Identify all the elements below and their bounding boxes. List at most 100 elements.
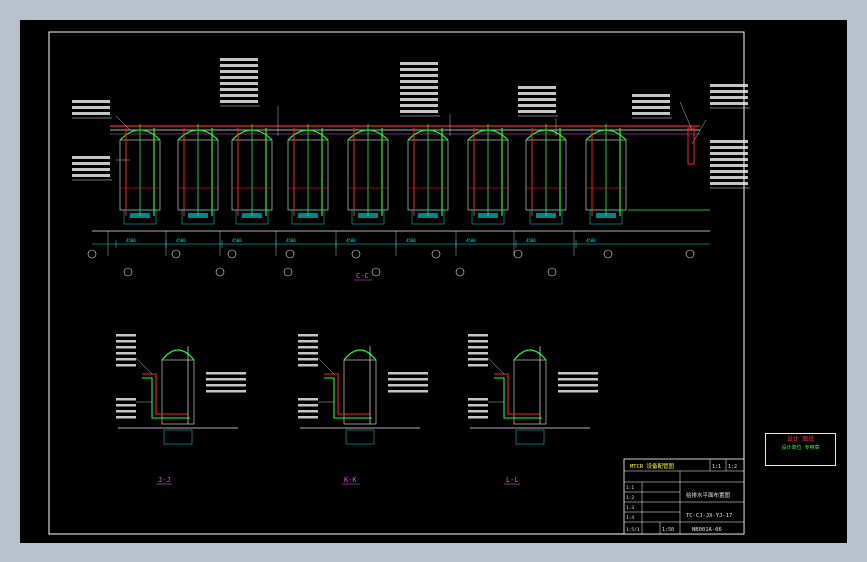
callout-text <box>632 106 670 109</box>
dimension-value: 4500 <box>176 238 186 243</box>
axis-bubble <box>171 249 181 259</box>
callout-text <box>400 110 438 113</box>
callout-text <box>710 84 748 87</box>
k-section-callout-right <box>388 384 428 387</box>
title-row-3: 1:3 <box>626 505 634 511</box>
callout-text <box>220 64 258 67</box>
callout-text <box>220 82 258 85</box>
title-row-1: 1:1 <box>626 485 634 491</box>
axis-bubble-lower <box>123 267 133 277</box>
k-section-callout <box>298 346 318 349</box>
callout-text <box>400 68 438 71</box>
callout-text <box>710 146 748 149</box>
callout-text <box>710 102 748 105</box>
callout-text <box>220 76 258 79</box>
k-section-callout <box>298 340 318 343</box>
base-label-block <box>358 213 378 218</box>
l-section-callout-lower <box>468 398 488 401</box>
callout-text <box>220 58 258 61</box>
callout-text <box>400 98 438 101</box>
callout-text <box>710 158 748 161</box>
dimension-value: 4500 <box>286 238 296 243</box>
callout-text <box>220 70 258 73</box>
k-section-base <box>345 429 375 445</box>
callout-text <box>710 164 748 167</box>
callout-text <box>710 182 748 185</box>
l-section-callout-right <box>558 390 598 393</box>
axis-bubble <box>603 249 613 259</box>
dimension-value: 4500 <box>406 238 416 243</box>
callout-text <box>710 140 748 143</box>
callout-text <box>400 74 438 77</box>
callout-text <box>400 86 438 89</box>
title-row-2: 1:2 <box>626 495 634 501</box>
callout-text <box>72 168 110 171</box>
dimension-value: 4500 <box>526 238 536 243</box>
base-label-block <box>418 213 438 218</box>
k-section-callout-lower <box>298 404 318 407</box>
title-line3: NB001A-06 <box>692 527 722 533</box>
tank-base <box>235 209 269 225</box>
axis-bubble-lower <box>215 267 225 277</box>
j-section-callout <box>116 358 136 361</box>
l-section-callout <box>468 346 488 349</box>
k-section-pipe-red <box>324 373 370 415</box>
stamp-line1: 设计 图纸 <box>786 436 815 443</box>
tank-base <box>351 209 385 225</box>
l-section-callout-lower <box>468 410 488 413</box>
l-section-leader <box>487 357 505 375</box>
tank-base <box>529 209 563 225</box>
drawing-frame <box>48 31 745 535</box>
section-label-main: C-C <box>356 272 369 280</box>
axis-bubble-lower <box>283 267 293 277</box>
callout-text <box>710 170 748 173</box>
section-label-right: L-L <box>506 476 519 484</box>
section-label-left: J-J <box>158 476 171 484</box>
dimension-value: 4500 <box>232 238 242 243</box>
j-section-callout <box>116 346 136 349</box>
l-section-tank <box>513 359 547 425</box>
sub-sections <box>116 334 598 445</box>
callout-text <box>220 88 258 91</box>
callout-text <box>632 100 670 103</box>
callout-text <box>400 104 438 107</box>
callout-text <box>518 86 556 89</box>
l-section-pipe-green <box>494 377 542 419</box>
callout-text <box>220 100 258 103</box>
callout-text <box>518 98 556 101</box>
dimension-value: 4500 <box>586 238 596 243</box>
base-label-block <box>130 213 150 218</box>
tank-base <box>291 209 325 225</box>
title-line1: 给排水平面布置图 <box>686 491 731 499</box>
callout-text <box>710 96 748 99</box>
axis-bubble <box>87 249 97 259</box>
axis-bubble-lower <box>455 267 465 277</box>
axis-bubble <box>285 249 295 259</box>
callout-text <box>220 94 258 97</box>
title-block: MTCR 设备配管图 给排水平面布置图 TC-CJ-JX-YJ-17 NB001… <box>623 458 745 535</box>
j-section-base <box>163 429 193 445</box>
base-label-block <box>242 213 262 218</box>
l-section-callout-lower <box>468 416 488 419</box>
j-section-callout-lower <box>116 398 136 401</box>
title-header: MTCR 设备配管图 <box>630 462 675 470</box>
j-section-callout-lower <box>116 416 136 419</box>
callout-text <box>400 62 438 65</box>
k-section-callout <box>298 334 318 337</box>
axis-bubble <box>685 249 695 259</box>
tank-base <box>411 209 445 225</box>
title-line2: TC-CJ-JX-YJ-17 <box>686 513 732 519</box>
j-section-callout-right <box>206 390 246 393</box>
callout-text <box>710 152 748 155</box>
callout-text <box>632 94 670 97</box>
leader-line <box>115 115 131 131</box>
k-section-callout-lower <box>298 416 318 419</box>
callout-text <box>72 162 110 165</box>
l-section-callout-right <box>558 384 598 387</box>
title-scale: 1:50 <box>662 527 674 533</box>
callout-text <box>72 106 110 109</box>
l-section-pipe-red <box>494 373 540 415</box>
l-section-callout <box>468 340 488 343</box>
